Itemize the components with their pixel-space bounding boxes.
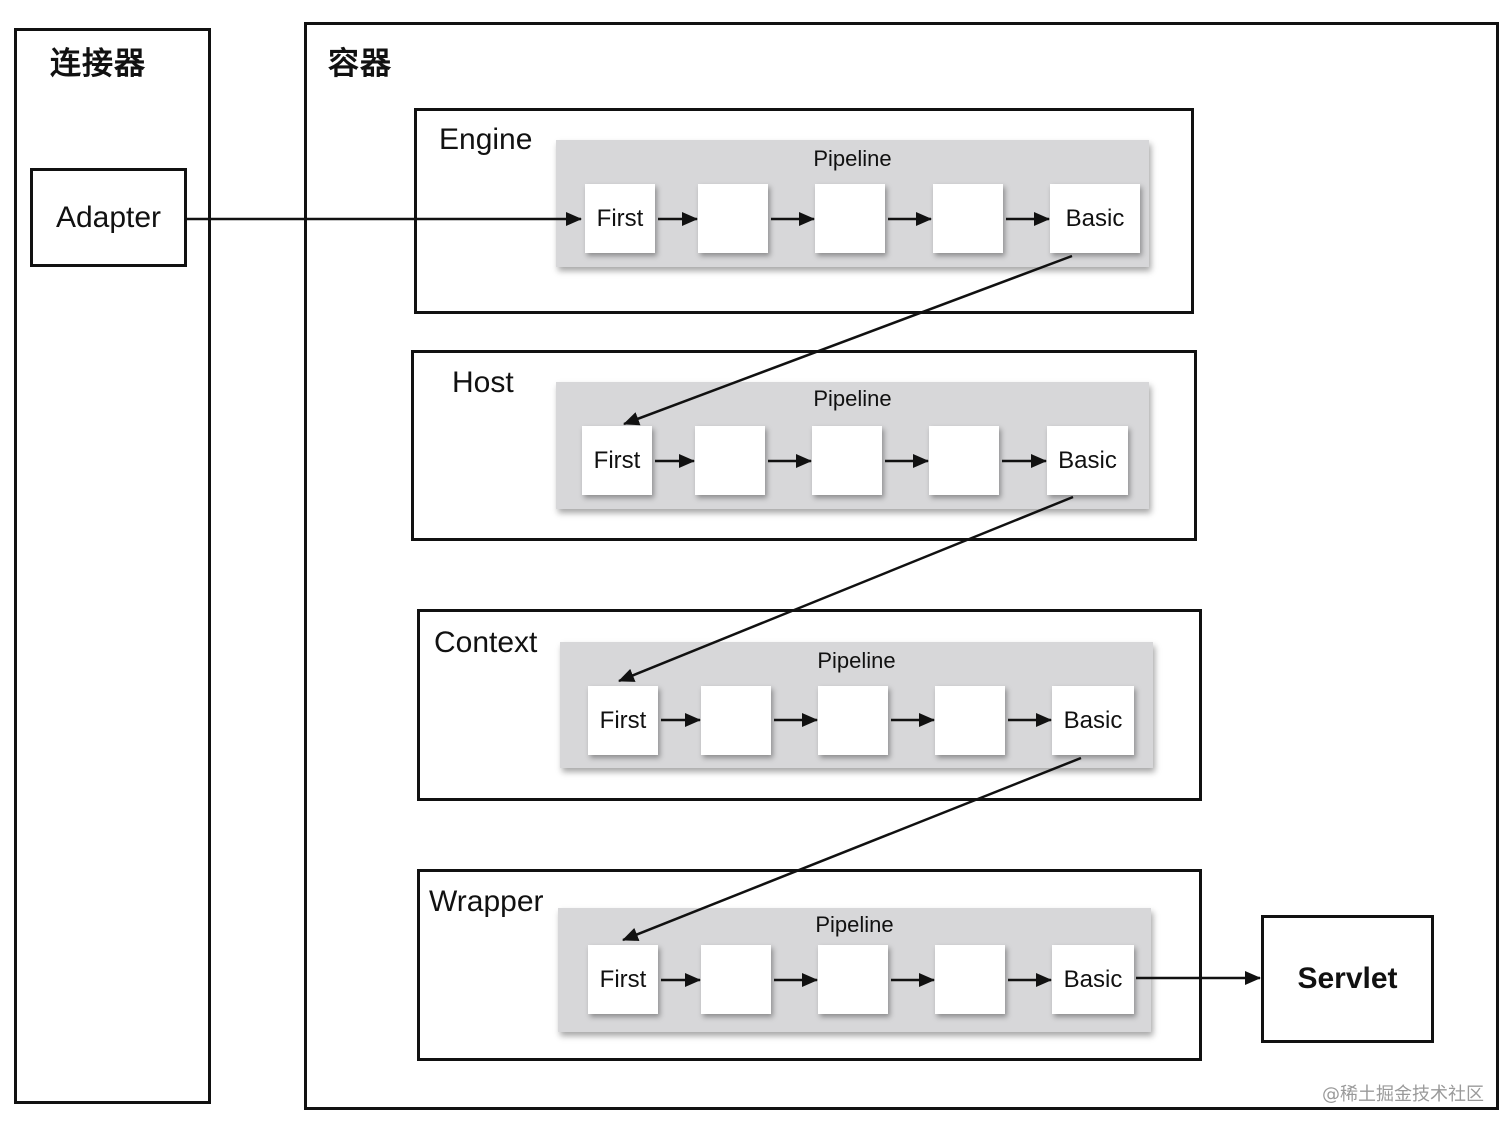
host-basic-label: Basic bbox=[1058, 446, 1117, 474]
context-basic-label: Basic bbox=[1063, 706, 1123, 734]
context-basic-valve: Basic bbox=[1052, 686, 1134, 755]
engine-first-label: First bbox=[596, 204, 644, 232]
host-title: Host bbox=[452, 366, 514, 399]
host-first-label: First bbox=[593, 446, 641, 474]
context-first-valve: First bbox=[588, 686, 658, 755]
engine-pipeline-label: Pipeline bbox=[813, 146, 892, 171]
wrapper-title: Wrapper bbox=[429, 885, 544, 918]
context-valve-4 bbox=[935, 686, 1005, 755]
context-title: Context bbox=[434, 626, 538, 659]
wrapper-basic-valve: Basic bbox=[1052, 945, 1134, 1014]
container-title: 容器 bbox=[328, 46, 392, 82]
adapter-label: Adapter bbox=[55, 200, 162, 234]
context-valve-2 bbox=[701, 686, 771, 755]
host-valve-2 bbox=[695, 426, 765, 495]
host-pipeline-label: Pipeline bbox=[813, 386, 892, 411]
host-valve-3 bbox=[812, 426, 882, 495]
host-basic-valve: Basic bbox=[1047, 426, 1128, 495]
engine-basic-label: Basic bbox=[1065, 204, 1125, 232]
container-region bbox=[304, 22, 1499, 1110]
host-valve-4 bbox=[929, 426, 999, 495]
context-pipeline-label: Pipeline bbox=[817, 648, 896, 673]
adapter-box: Adapter bbox=[30, 168, 187, 267]
wrapper-pipeline-label: Pipeline bbox=[815, 912, 894, 937]
host-first-valve: First bbox=[582, 426, 652, 495]
servlet-label: Servlet bbox=[1297, 962, 1398, 995]
connector-region bbox=[14, 28, 211, 1104]
connector-title: 连接器 bbox=[50, 46, 146, 82]
engine-valve-3 bbox=[815, 184, 885, 253]
engine-title: Engine bbox=[439, 123, 533, 156]
context-valve-3 bbox=[818, 686, 888, 755]
wrapper-basic-label: Basic bbox=[1063, 965, 1123, 993]
wrapper-valve-2 bbox=[701, 945, 771, 1014]
context-first-label: First bbox=[599, 706, 647, 734]
wrapper-first-valve: First bbox=[588, 945, 658, 1014]
watermark: @稀土掘金技术社区 bbox=[1322, 1084, 1484, 1105]
wrapper-first-label: First bbox=[599, 965, 647, 993]
engine-valve-2 bbox=[698, 184, 768, 253]
engine-first-valve: First bbox=[585, 184, 655, 253]
wrapper-valve-4 bbox=[935, 945, 1005, 1014]
engine-basic-valve: Basic bbox=[1050, 184, 1140, 253]
wrapper-valve-3 bbox=[818, 945, 888, 1014]
servlet-box: Servlet bbox=[1261, 915, 1434, 1043]
engine-valve-4 bbox=[933, 184, 1003, 253]
